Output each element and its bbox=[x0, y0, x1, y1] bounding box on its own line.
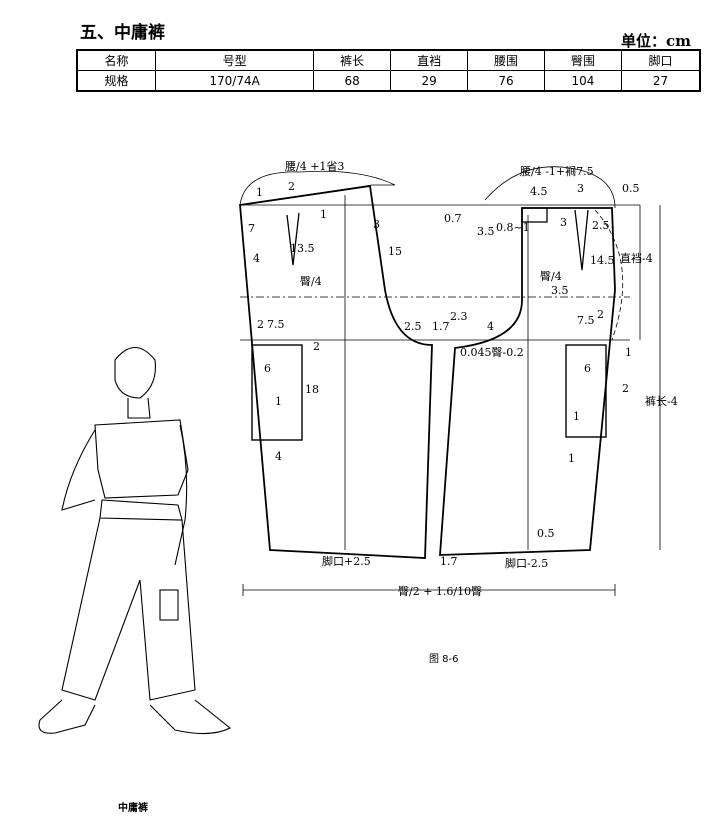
label-bottom-dimension: 臀/2 + 1.6/10臀 bbox=[398, 585, 482, 598]
model-figure-illustration bbox=[38, 346, 232, 735]
table-cell: 27 bbox=[620, 70, 701, 92]
dimension-number: 1 bbox=[320, 208, 327, 221]
dimension-number: 4 bbox=[275, 450, 282, 463]
front-dart bbox=[286, 212, 300, 266]
dimension-number: 14.5 bbox=[590, 254, 615, 267]
section-heading: 五、中庸裤 bbox=[80, 23, 165, 43]
dimension-number: 0.8~1 bbox=[496, 221, 530, 234]
dimension-number: 18 bbox=[305, 383, 319, 396]
dimension-number: 7.5 bbox=[577, 314, 595, 327]
dimension-number: 1.7 bbox=[432, 320, 450, 333]
dimension-number: 2.5 bbox=[404, 320, 422, 333]
dimension-number: 4.5 bbox=[530, 185, 548, 198]
spec-table: 名称 号型 裤长 直裆 腰围 臀围 脚口 规格 170/74A 68 29 76… bbox=[76, 49, 701, 92]
dimension-number: 2 bbox=[597, 308, 604, 321]
table-cell: 104 bbox=[544, 70, 622, 92]
label-hem-front: 脚口+2.5 bbox=[322, 554, 371, 568]
label-hip-front: 臀/4 bbox=[300, 275, 322, 288]
dimension-number: 0.5 bbox=[622, 182, 640, 195]
dimension-number: 2.3 bbox=[450, 310, 468, 323]
table-cell: 76 bbox=[467, 70, 546, 92]
label-hip-back: 臀/4 bbox=[540, 270, 562, 283]
dimension-number: 3 bbox=[560, 216, 567, 229]
table-cell: 170/74A bbox=[154, 70, 315, 92]
dimension-number: 2 bbox=[622, 382, 629, 395]
illustration-caption: 中庸裤 bbox=[118, 803, 148, 814]
label-length: 裤长-4 bbox=[645, 394, 678, 408]
dimension-number: 1 bbox=[568, 452, 575, 465]
dimension-number: 1 bbox=[573, 410, 580, 423]
label-rise: 直裆-4 bbox=[620, 251, 653, 265]
dimension-number: 1 bbox=[275, 395, 282, 408]
back-side-pocket bbox=[565, 344, 607, 438]
back-panel-outline bbox=[439, 207, 616, 556]
front-panel-outline bbox=[239, 184, 433, 559]
dimension-number: 2 bbox=[313, 340, 320, 353]
dimension-number: 1.7 bbox=[440, 555, 458, 568]
dimension-number: 2 bbox=[257, 318, 264, 331]
table-cell: 68 bbox=[313, 70, 392, 92]
dimension-number: 0.5 bbox=[537, 527, 555, 540]
dimension-number: 2 bbox=[288, 180, 295, 193]
back-dart bbox=[574, 209, 589, 271]
table-cell: 规格 bbox=[76, 70, 156, 92]
dimension-number: 0.7 bbox=[444, 212, 462, 225]
label-hem-back: 脚口-2.5 bbox=[505, 556, 548, 570]
label-front-waist: 腰/4 +1省3 bbox=[285, 160, 344, 173]
dimension-number: 3.5 bbox=[477, 225, 495, 238]
dimension-number: 4 bbox=[253, 252, 260, 265]
front-side-pocket bbox=[251, 344, 303, 441]
table-row: 规格 170/74A 68 29 76 104 27 bbox=[76, 70, 701, 92]
dimension-number: 15 bbox=[388, 245, 402, 258]
dimension-number: 3 bbox=[577, 182, 584, 195]
back-pleat bbox=[521, 207, 548, 223]
dimension-number: 13.5 bbox=[290, 242, 315, 255]
dimension-number: 6 bbox=[584, 362, 591, 375]
unit-label: 单位：cm bbox=[620, 32, 691, 50]
label-back-waist: 腰/4 -1+裥7.5 bbox=[520, 165, 594, 178]
label-crotch-back: 0.045臀-0.2 bbox=[460, 346, 524, 359]
table-cell: 直裆 bbox=[390, 49, 469, 71]
dimension-number: 3 bbox=[373, 218, 380, 231]
figure-caption: 图 8-6 bbox=[429, 654, 459, 665]
dimension-number: 4 bbox=[487, 320, 494, 333]
dimension-number: 7.5 bbox=[267, 318, 285, 331]
dimension-number: 6 bbox=[264, 362, 271, 375]
dimension-number: 1 bbox=[256, 186, 263, 199]
dimension-number: 2.5 bbox=[592, 219, 610, 232]
dimension-number: 3.5 bbox=[551, 284, 569, 297]
table-cell: 29 bbox=[390, 70, 469, 92]
dimension-number: 1 bbox=[625, 346, 632, 359]
dimension-number: 7 bbox=[248, 222, 255, 235]
